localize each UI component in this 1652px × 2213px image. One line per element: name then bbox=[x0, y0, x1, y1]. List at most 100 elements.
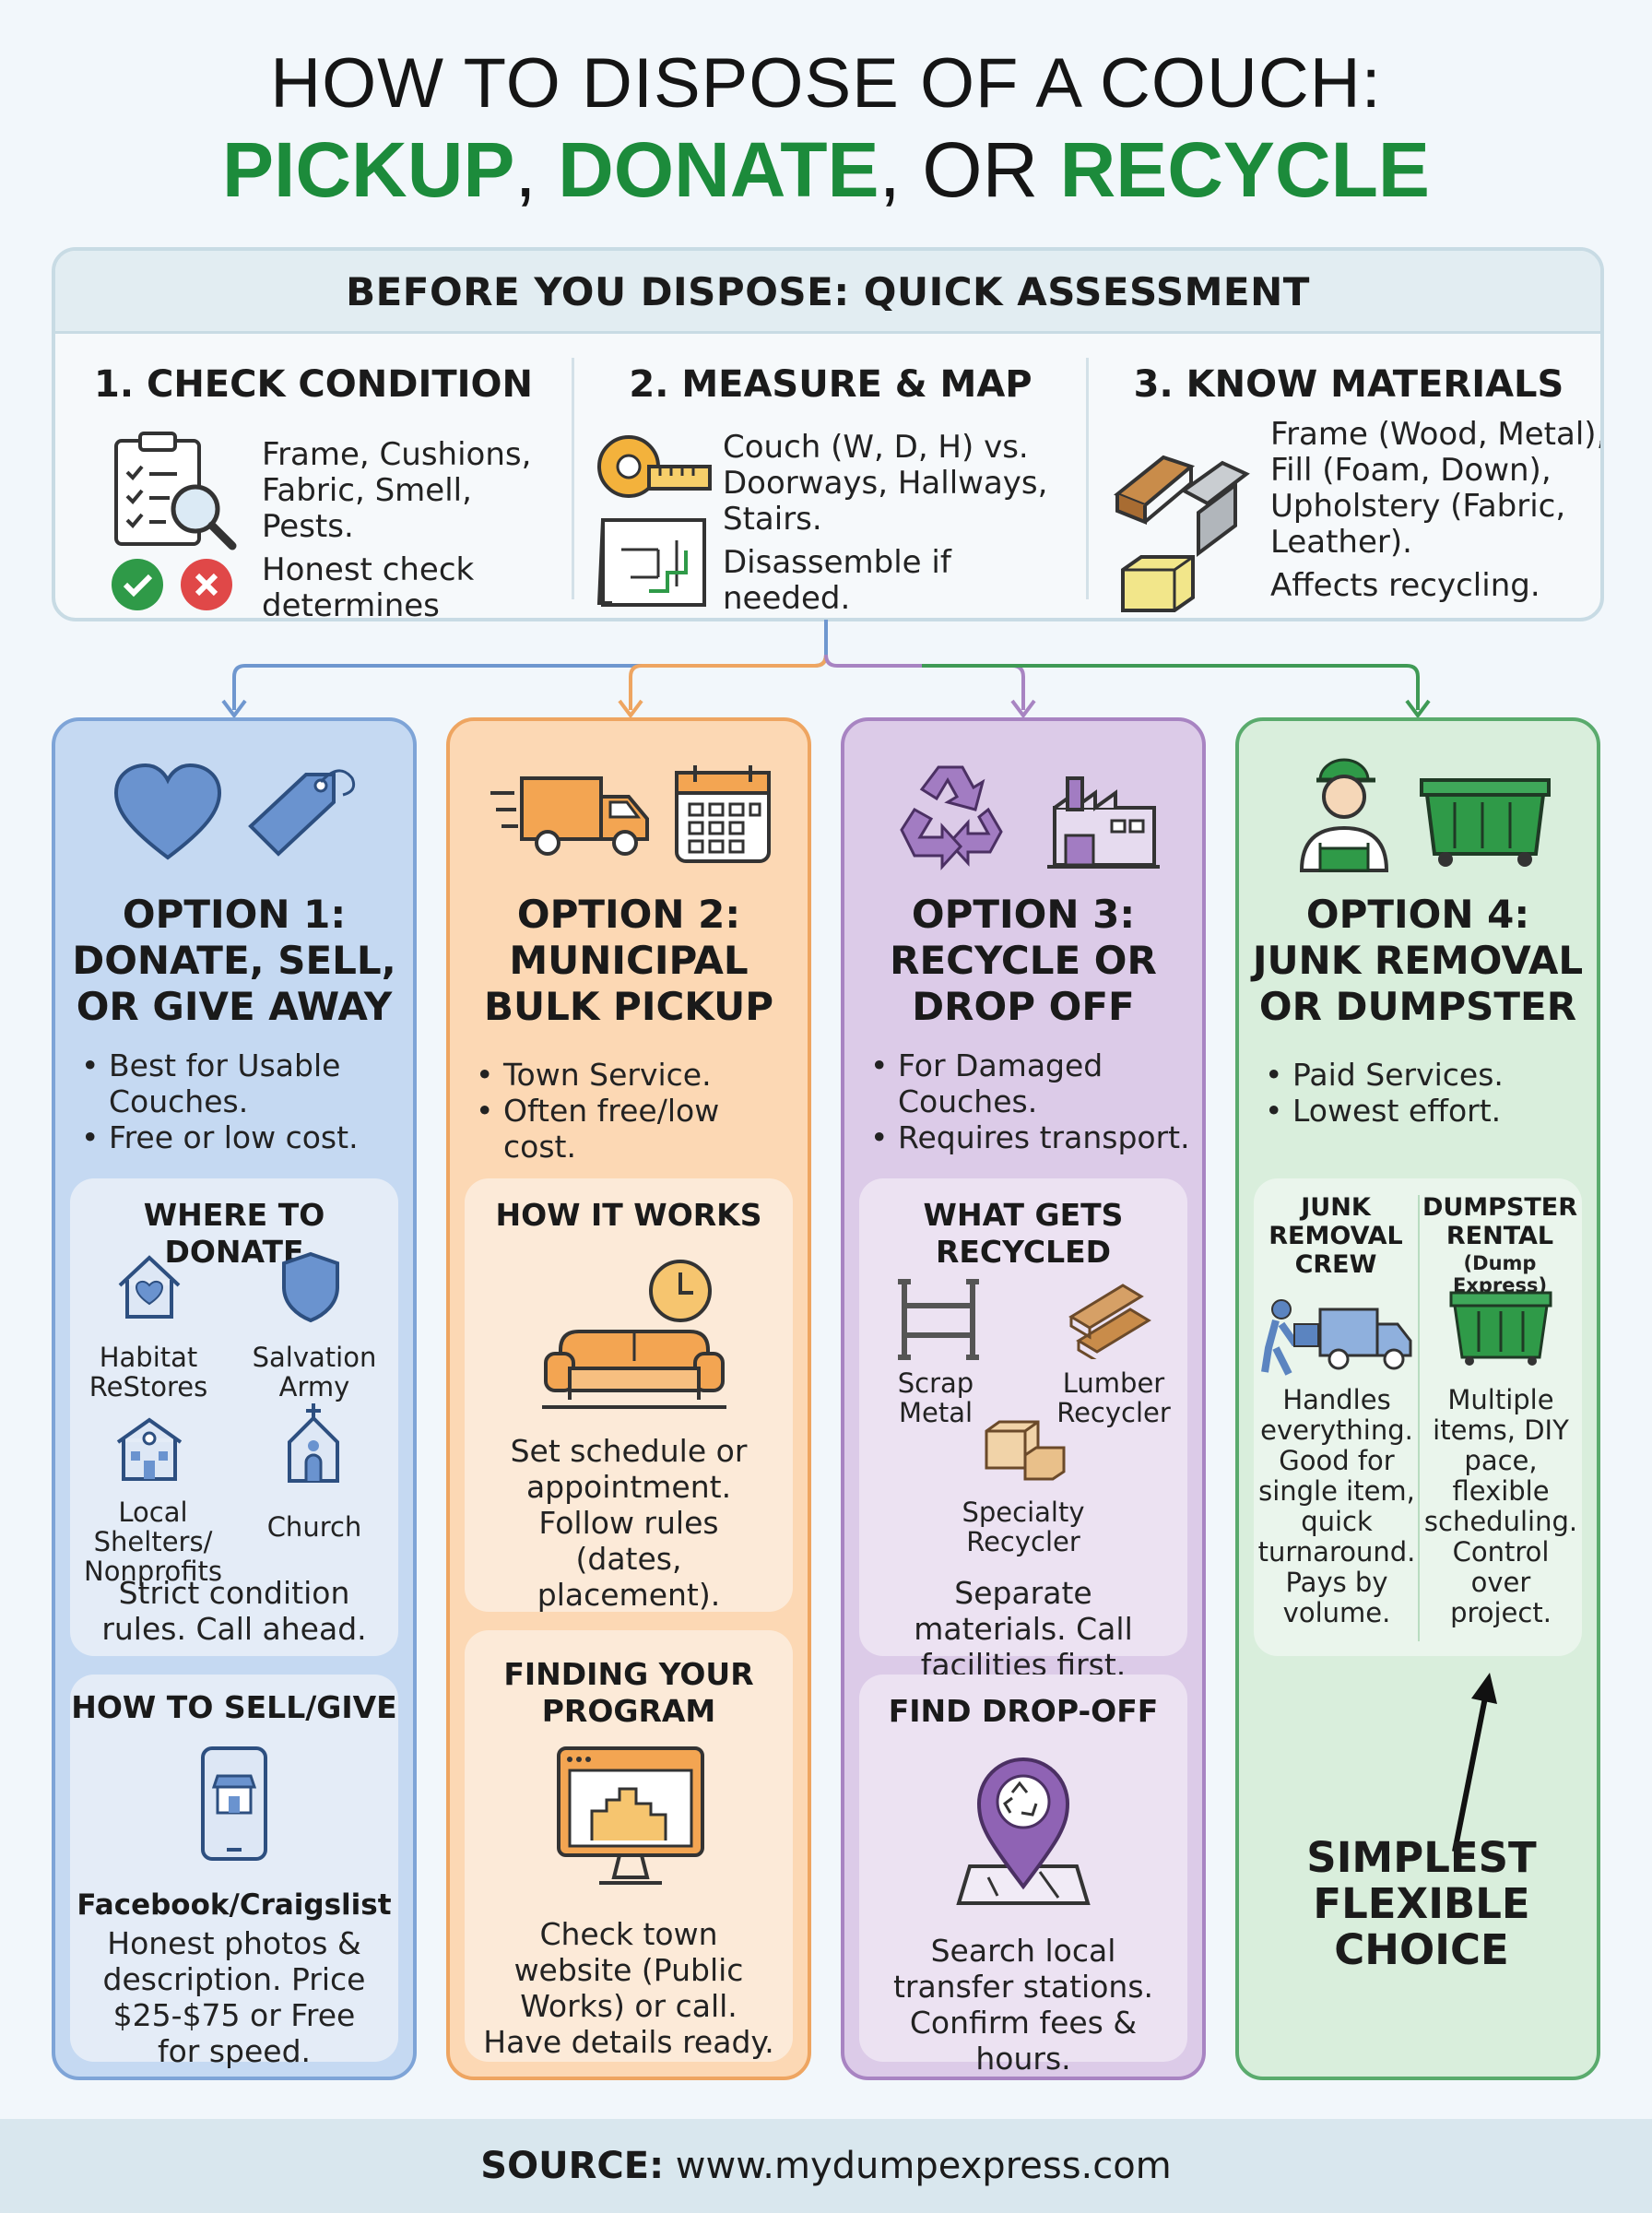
removal-crew-truck-icon bbox=[1261, 1299, 1412, 1376]
bullet-item: Town Service. bbox=[474, 1057, 796, 1093]
option-title: OPTION 3: RECYCLE OR DROP OFF bbox=[844, 892, 1202, 1030]
card-body: Set schedule or appointment. Follow rule… bbox=[510, 1433, 748, 1613]
step-line: Frame, Cushions, Fabric, Smell, Pests. bbox=[262, 436, 532, 545]
assessment-step-materials: 3. KNOW MATERIALS Frame (Wood, Metal), F… bbox=[1090, 337, 1604, 618]
dumpster-rental-heading: DUMPSTER RENTAL bbox=[1422, 1193, 1578, 1250]
bullet-item: Paid Services. bbox=[1263, 1057, 1586, 1093]
location-pin-map-icon bbox=[956, 1757, 1091, 1905]
step-line: Frame (Wood, Metal), Fill (Foam, Down), … bbox=[1270, 416, 1604, 561]
step-text: Frame (Wood, Metal), Fill (Foam, Down), … bbox=[1270, 416, 1604, 611]
option-title-line: RECYCLE OR bbox=[890, 938, 1157, 983]
card-body: Search local transfer stations. Confirm … bbox=[892, 1933, 1154, 2077]
card-heading: FINDING YOUR PROGRAM bbox=[503, 1656, 754, 1729]
card-body: Strict condition rules. Call ahead. bbox=[101, 1575, 367, 1647]
step-line: Disassemble if needed. bbox=[723, 544, 951, 617]
worker-dumpster-icon bbox=[1299, 758, 1551, 872]
smartphone-store-icon bbox=[201, 1746, 267, 1861]
card-body: Honest photos & description. Price $25-$… bbox=[102, 1925, 366, 2069]
assessment-heading: BEFORE YOU DISPOSE: QUICK ASSESSMENT bbox=[55, 251, 1600, 334]
how-it-works-card: HOW IT WORKS Set schedule or appointment… bbox=[465, 1178, 793, 1613]
step-title: 2. MEASURE & MAP bbox=[629, 363, 1032, 406]
card-body: Check town website (Public Works) or cal… bbox=[483, 1916, 774, 2060]
option-junk-removal-column: OPTION 4: JUNK REMOVAL OR DUMPSTER Paid … bbox=[1235, 717, 1600, 2080]
assessment-step-measure: 2. MEASURE & MAP Couch (W, D, H) vs. Doo… bbox=[575, 337, 1086, 618]
bullet-item: Requires transport. bbox=[868, 1119, 1191, 1155]
option-title-line: MUNICIPAL bbox=[509, 938, 749, 983]
option-title-line: OPTION 4: bbox=[1305, 892, 1530, 937]
option-title-line: OPTION 3: bbox=[911, 892, 1136, 937]
how-to-sell-card: HOW TO SELL/GIVE Facebook/Craigslist Hon… bbox=[70, 1675, 398, 2069]
option-title-line: DROP OFF bbox=[912, 984, 1135, 1029]
what-gets-recycled-card: WHAT GETS RECYCLED Scrap Metal Lumber Re… bbox=[859, 1178, 1187, 1683]
title-sep-1: , bbox=[514, 126, 559, 213]
bullet-item: Often free/low cost. bbox=[474, 1093, 796, 1165]
junk-crew-body: Handles everything. Good for single item… bbox=[1257, 1384, 1416, 1628]
title-donate: DONATE bbox=[558, 126, 879, 213]
junk-crew-heading: JUNK REMOVAL CREW bbox=[1268, 1193, 1403, 1279]
clipboard-magnifier-icon bbox=[112, 432, 237, 610]
title-recycle: RECYCLE bbox=[1059, 126, 1430, 213]
material-label: Lumber Recycler bbox=[1056, 1367, 1171, 1428]
step-line: Affects recycling. bbox=[1270, 567, 1540, 604]
recycle-factory-icon bbox=[900, 765, 1160, 870]
heart-tag-icon bbox=[113, 763, 356, 860]
card-subheading: Facebook/Craigslist bbox=[77, 1888, 392, 1922]
option-title-line: OPTION 1: bbox=[122, 892, 347, 937]
shield-icon bbox=[282, 1251, 339, 1323]
option-title: OPTION 2: MUNICIPAL BULK PICKUP bbox=[450, 892, 808, 1030]
bullet-item: Best for Usable Couches. bbox=[79, 1047, 402, 1119]
bullet-item: Free or low cost. bbox=[79, 1119, 402, 1155]
dumpster-icon bbox=[1449, 1291, 1552, 1366]
page-title: HOW TO DISPOSE OF A COUCH: PICKUP, DONAT… bbox=[0, 42, 1652, 214]
source-url[interactable]: www.mydumpexpress.com bbox=[675, 2145, 1172, 2187]
truck-calendar-icon bbox=[490, 765, 771, 863]
option-title-line: OR DUMPSTER bbox=[1258, 984, 1577, 1029]
metal-beam-icon bbox=[898, 1279, 979, 1360]
option-bullets: Paid Services. Lowest effort. bbox=[1263, 1057, 1586, 1129]
title-line-2: PICKUP, DONATE, OR RECYCLE bbox=[0, 125, 1652, 214]
option-bullets: Best for Usable Couches. Free or low cos… bbox=[79, 1047, 402, 1155]
finding-your-program-card: FINDING YOUR PROGRAM Check town website … bbox=[465, 1630, 793, 2062]
card-heading: WHAT GETS RECYCLED bbox=[923, 1197, 1124, 1270]
place-label: Habitat ReStores bbox=[88, 1342, 208, 1402]
simplest-choice-callout: SIMPLEST FLEXIBLE CHOICE bbox=[1306, 1833, 1537, 1974]
option-connector-arrows bbox=[221, 620, 1431, 719]
tape-measure-floorplan-icon bbox=[596, 435, 712, 607]
title-pickup: PICKUP bbox=[222, 126, 515, 213]
title-sep-2: , OR bbox=[879, 126, 1060, 213]
card-heading: FIND DROP-OFF bbox=[888, 1693, 1159, 1729]
step-line: Honest check determines options. bbox=[262, 551, 475, 621]
step-text: Frame, Cushions, Fabric, Smell, Pests. H… bbox=[262, 436, 566, 621]
website-monitor-icon bbox=[557, 1746, 704, 1885]
card-heading: WHERE TO DONATE bbox=[143, 1197, 325, 1270]
option-title-line: DONATE, SELL, bbox=[72, 938, 396, 983]
assessment-panel: BEFORE YOU DISPOSE: QUICK ASSESSMENT 1. … bbox=[52, 247, 1604, 621]
option-bullets: Town Service. Often free/low cost. bbox=[474, 1057, 796, 1165]
option-title: OPTION 1: DONATE, SELL, OR GIVE AWAY bbox=[55, 892, 413, 1030]
source-label: SOURCE: bbox=[480, 2145, 665, 2187]
bullet-item: For Damaged Couches. bbox=[868, 1047, 1191, 1119]
place-label: Local Shelters/ Nonprofits bbox=[84, 1497, 222, 1587]
assessment-step-condition: 1. CHECK CONDITION Frame, Cushions, Fabr… bbox=[55, 337, 572, 621]
card-heading: HOW TO SELL/GIVE bbox=[71, 1689, 397, 1725]
arrow-up-icon bbox=[1452, 1673, 1497, 1852]
option-recycle-column: OPTION 3: RECYCLE OR DROP OFF For Damage… bbox=[841, 717, 1206, 2080]
title-line-1: HOW TO DISPOSE OF A COUCH: bbox=[270, 44, 1382, 123]
bullet-item: Lowest effort. bbox=[1263, 1093, 1586, 1129]
place-label: Church bbox=[266, 1511, 362, 1543]
church-icon bbox=[288, 1403, 339, 1483]
step-line: Couch (W, D, H) vs. Doorways, Hallways, … bbox=[723, 429, 1048, 538]
divider bbox=[1086, 358, 1089, 599]
material-label: Scrap Metal bbox=[897, 1367, 974, 1428]
option-title: OPTION 4: JUNK REMOVAL OR DUMPSTER bbox=[1239, 892, 1597, 1030]
shelter-building-icon bbox=[116, 1417, 183, 1481]
option-title-line: BULK PICKUP bbox=[484, 984, 773, 1029]
lumber-icon bbox=[1068, 1284, 1151, 1359]
junk-vs-dumpster-card: JUNK REMOVAL CREW DUMPSTER RENTAL (Dump … bbox=[1254, 1178, 1582, 1656]
couch-clock-icon bbox=[542, 1260, 726, 1409]
place-label: Salvation Army bbox=[252, 1342, 377, 1402]
divider bbox=[572, 358, 574, 599]
option-donate-column: OPTION 1: DONATE, SELL, OR GIVE AWAY Bes… bbox=[52, 717, 417, 2080]
foam-blocks-icon bbox=[985, 1420, 1066, 1481]
step-title: 3. KNOW MATERIALS bbox=[1133, 363, 1564, 406]
